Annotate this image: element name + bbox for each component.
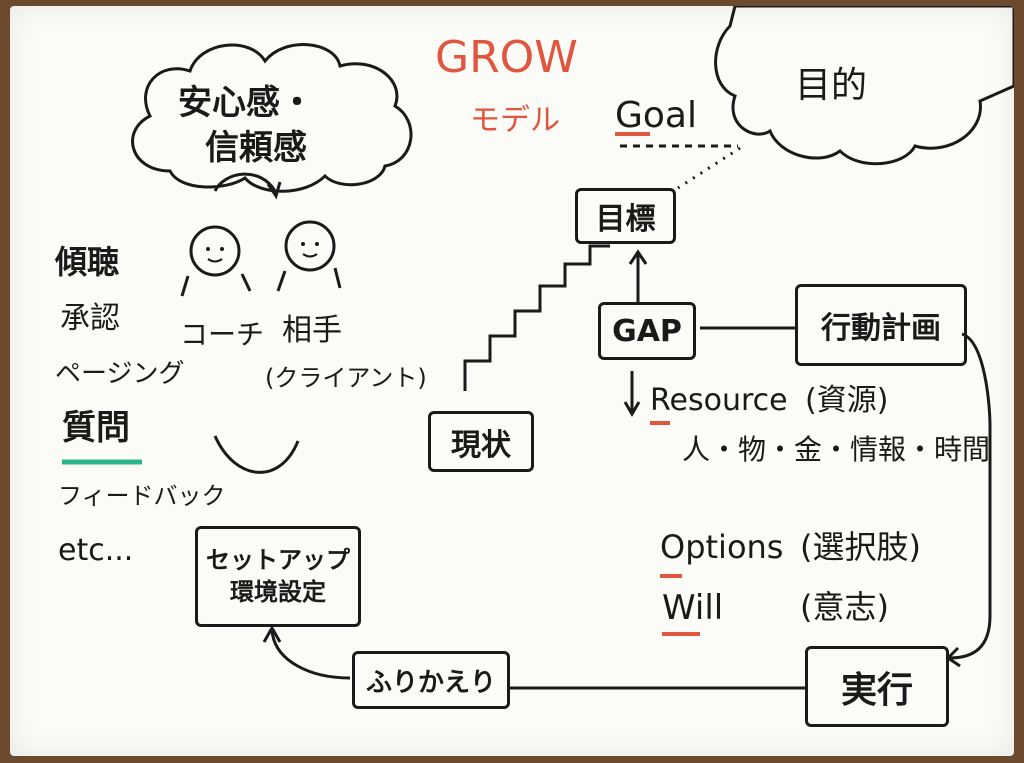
partner-label: 相手 [282,313,342,348]
grow-title: GROW [435,32,578,83]
setup-line1: セットアップ [206,546,350,575]
resource-paren: (資源) [805,383,889,418]
skill-question: 質問 [62,408,130,448]
coach-head [189,225,241,277]
box-furikaeri: ふりかえり [352,651,510,709]
left-cloud-outline [131,43,413,193]
box-gap: GAP [598,302,696,360]
box-mokuhyo: 目標 [575,188,676,244]
skill-feedback: フィードバック [58,482,226,510]
cloud-right-text: 目的 [795,65,868,106]
options-label: Options [660,528,784,566]
box-setup: セットアップ 環境設定 [195,526,361,627]
diagram-lines [62,6,1014,690]
box-genjo: 現状 [428,411,534,472]
options-paren: (選択肢) [800,528,921,566]
people-interaction-curve [213,435,300,474]
skill-acknowledge: 承認 [60,301,120,336]
box-plan: 行動計画 [795,284,967,366]
skill-listening: 傾聴 [55,243,120,281]
will-paren: (意志) [800,588,889,626]
right-cloud-outline [714,6,1014,166]
resource-items: 人・物・金・情報・時間 [682,433,991,466]
coach-label: コーチ [180,318,265,351]
whiteboard: GROW モデル Goal 安心感・ 信頼感 目的 コーチ 相手 (クライアント… [10,6,1014,756]
will-label: Will [662,588,724,628]
goal-label: Goal [615,95,697,136]
setup-line2: 環境設定 [230,577,326,606]
box-jikko: 実行 [805,646,949,727]
partner-sub-label: (クライアント) [265,364,427,392]
skill-etc: etc... [58,533,134,568]
partner-head [284,220,336,272]
staircase [463,244,610,391]
model-label: モデル [470,103,560,138]
resource-label: Resource [650,383,788,418]
skill-pacing: ページング [55,359,185,389]
cloud-left-line2: 信頼感 [205,128,307,168]
cloud-left-line1: 安心感・ [178,83,314,123]
